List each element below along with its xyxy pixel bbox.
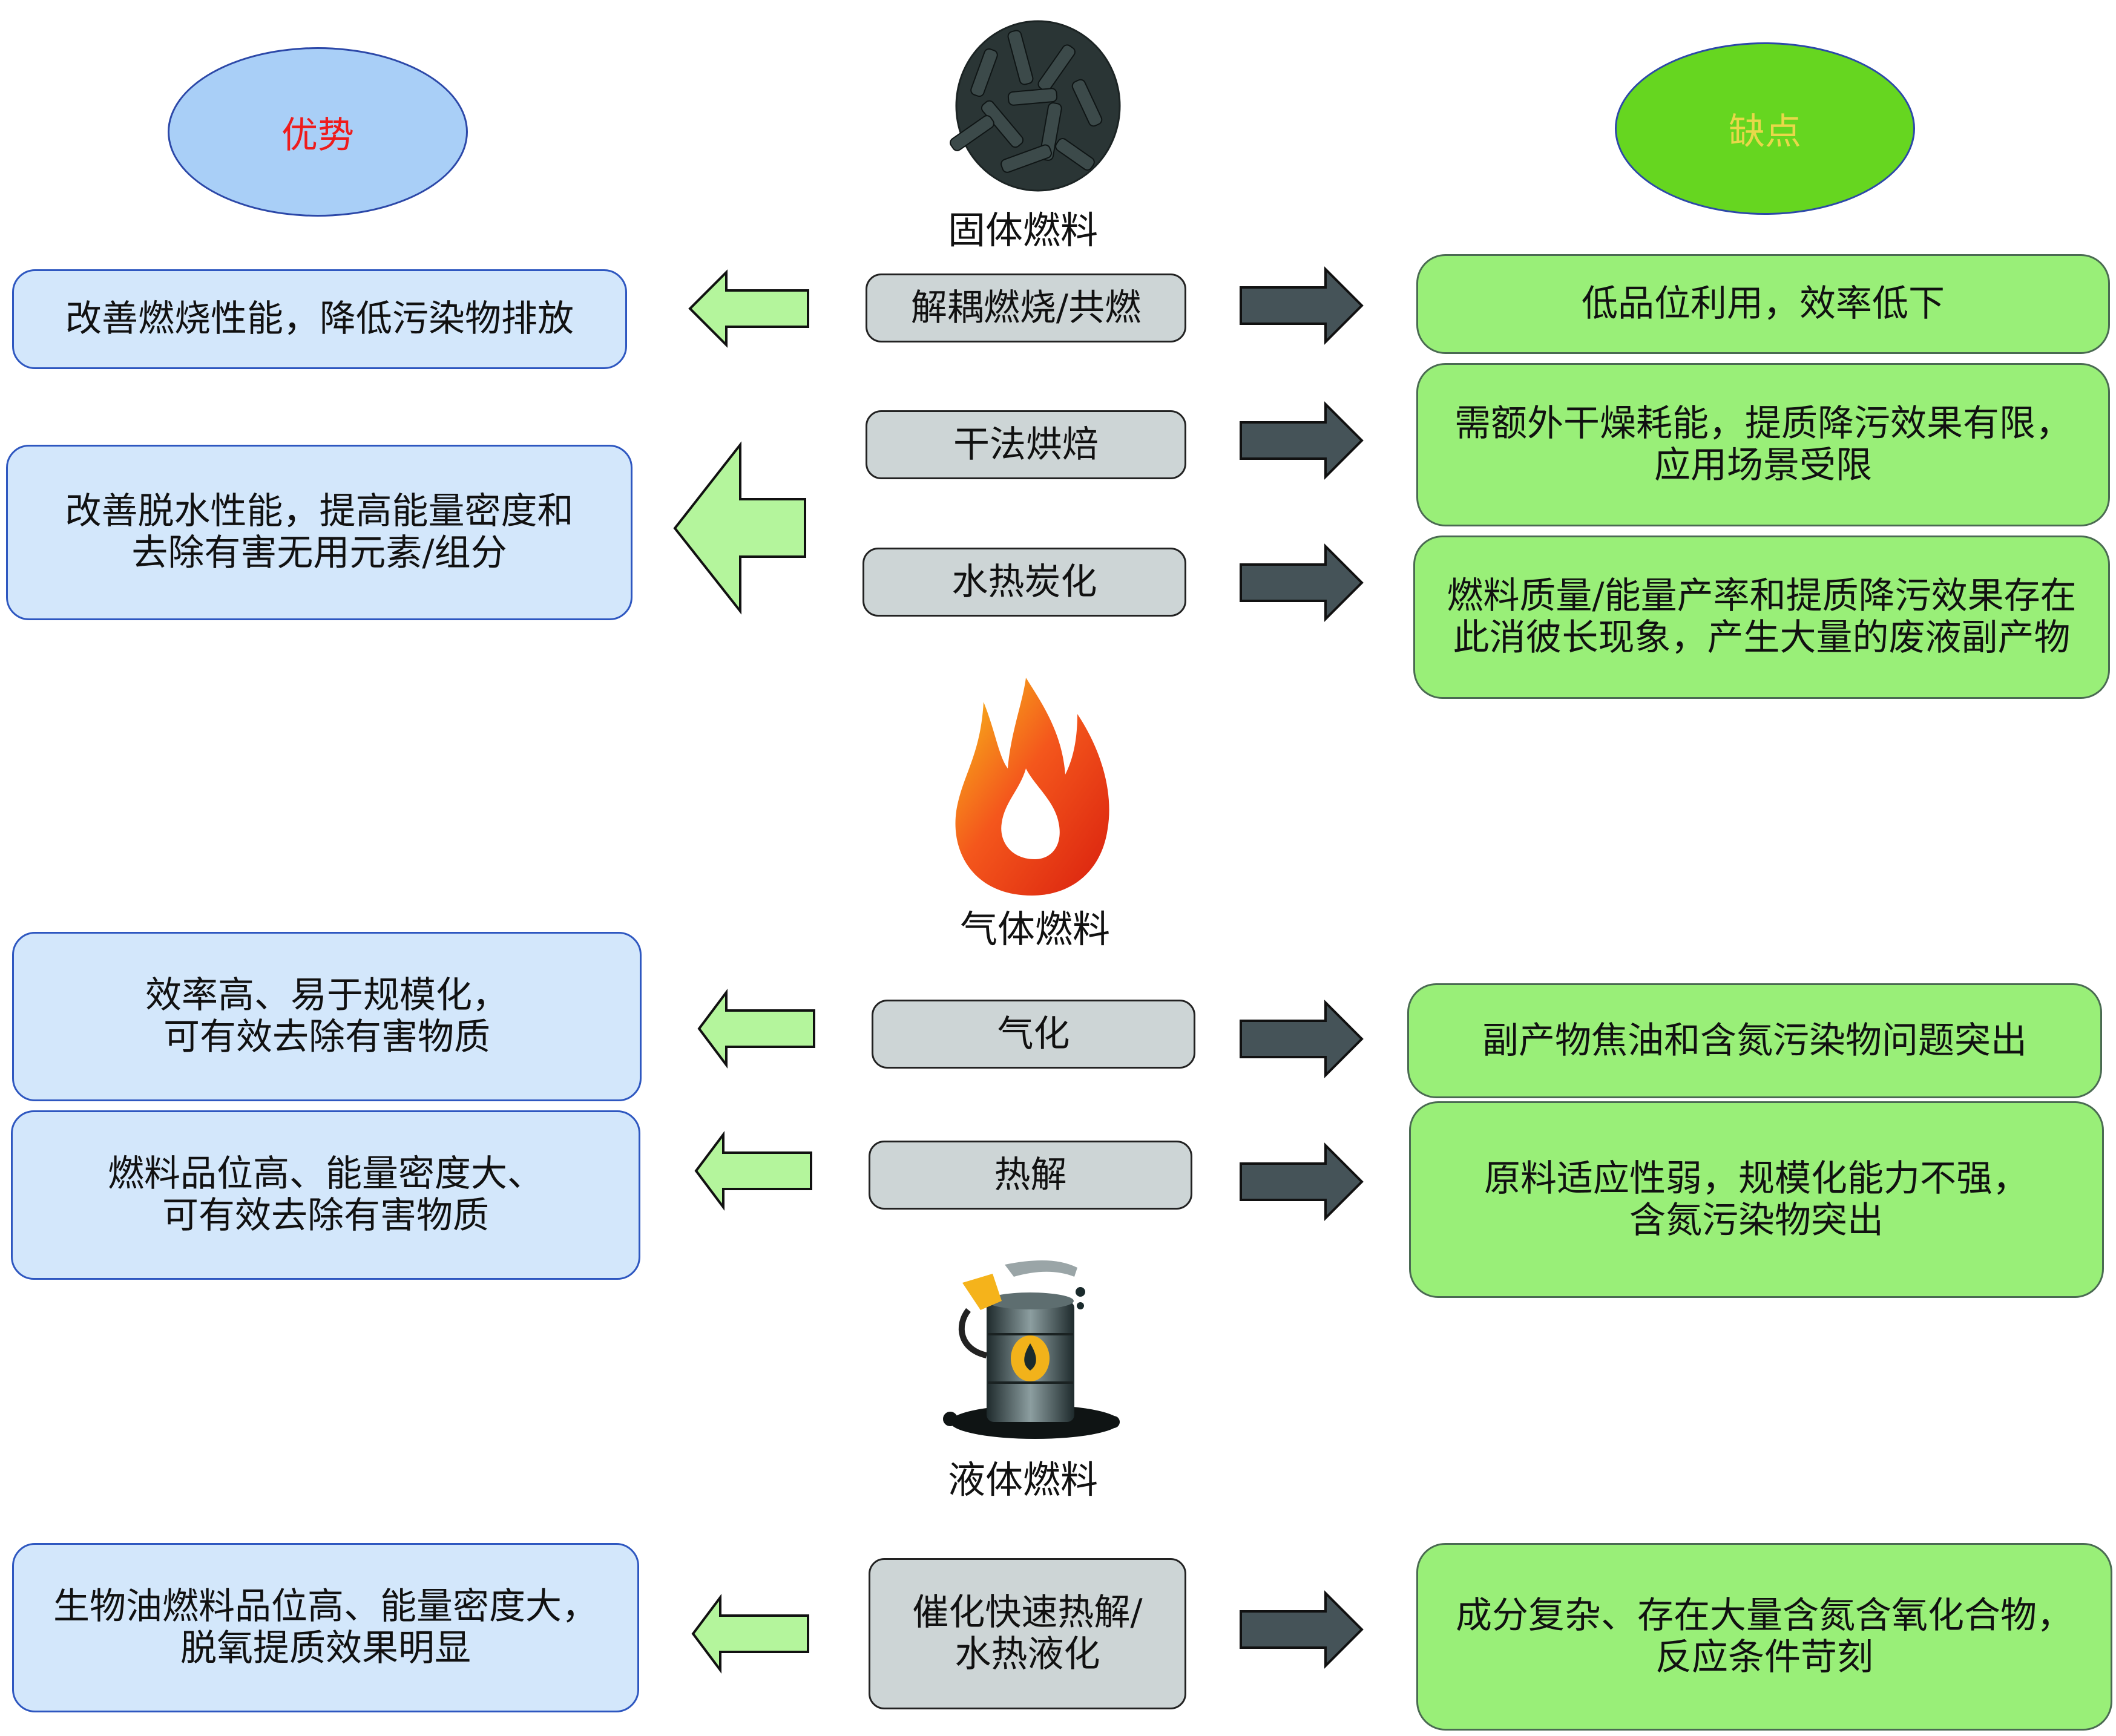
disadvantages-header: 缺点	[1615, 42, 1915, 215]
disadvantage-box-pyrolysis: 原料适应性弱，规模化能力不强， 含氮污染物突出	[1409, 1101, 2104, 1298]
process-box-hydrothermal-carbonization: 水热炭化	[862, 548, 1186, 617]
disadvantages-title: 缺点	[1729, 111, 1801, 153]
right-arrow-pyrolysis	[1240, 1142, 1364, 1221]
right-arrow-catalytic-pyrolysis	[1240, 1590, 1364, 1669]
advantage-box-cofiring: 改善燃烧性能，降低污染物排放	[12, 269, 627, 369]
disadvantage-box-gasification: 副产物焦油和含氮污染物问题突出	[1407, 983, 2102, 1098]
gas-fuel-label: 气体燃料	[959, 907, 1110, 951]
left-arrow-catalytic-pyrolysis	[691, 1594, 809, 1674]
left-arrow-pyrolysis	[694, 1131, 812, 1211]
disadvantage-box-torrefaction: 需额外干燥耗能，提质降污效果有限， 应用场景受限	[1416, 363, 2110, 526]
flame-icon	[955, 678, 1109, 896]
advantage-box-gasification: 效率高、易于规模化， 可有效去除有害物质	[12, 932, 642, 1101]
process-box-torrefaction: 干法烘焙	[866, 410, 1186, 479]
biochar-pellets-icon	[950, 20, 1121, 192]
solid-fuel-label: 固体燃料	[947, 208, 1098, 252]
left-arrow-cofiring	[688, 269, 809, 348]
process-box-catalytic-pyrolysis: 催化快速热解/ 水热液化	[869, 1558, 1186, 1709]
advantage-box-torrefaction: 改善脱水性能，提高能量密度和 去除有害无用元素/组分	[6, 445, 632, 620]
left-arrow-torrefaction	[673, 441, 806, 615]
liquid-fuel-label: 液体燃料	[947, 1458, 1098, 1502]
left-arrow-gasification	[697, 989, 815, 1069]
advantage-box-pyrolysis: 燃料品位高、能量密度大、 可有效去除有害物质	[11, 1110, 640, 1280]
advantages-title: 优势	[281, 114, 354, 157]
disadvantage-box-hydrothermal-carbonization: 燃料质量/能量产率和提质降污效果存在 此消彼长现象，产生大量的废液副产物	[1413, 536, 2110, 699]
right-arrow-hydrothermal-carbonization	[1240, 543, 1364, 622]
process-box-gasification: 气化	[872, 1000, 1195, 1069]
process-box-cofiring: 解耦燃烧/共燃	[866, 274, 1186, 342]
disadvantage-box-cofiring: 低品位利用，效率低下	[1416, 254, 2110, 354]
right-arrow-gasification	[1240, 1000, 1364, 1078]
process-box-pyrolysis: 热解	[869, 1141, 1192, 1210]
advantages-header: 优势	[168, 47, 468, 217]
right-arrow-torrefaction	[1240, 401, 1364, 480]
oil-barrel-icon	[943, 1260, 1120, 1439]
disadvantage-box-catalytic-pyrolysis: 成分复杂、存在大量含氮含氧化合物， 反应条件苛刻	[1416, 1543, 2112, 1731]
right-arrow-cofiring	[1240, 266, 1364, 345]
advantage-box-catalytic-pyrolysis: 生物油燃料品位高、能量密度大， 脱氧提质效果明显	[12, 1543, 639, 1712]
